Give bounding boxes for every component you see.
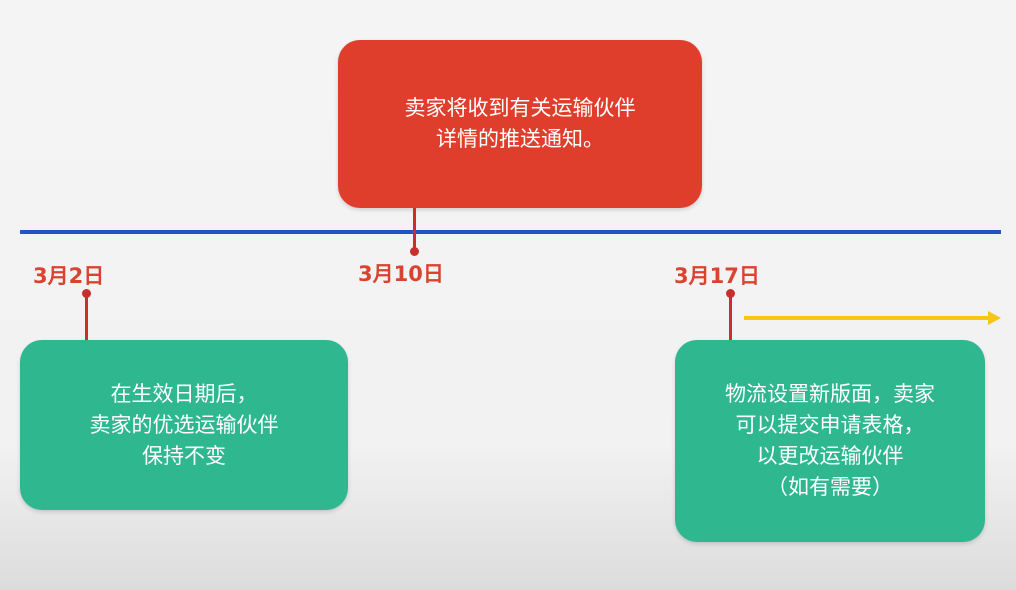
- event-text-line: 可以提交申请表格，: [735, 413, 925, 437]
- event-text-line: 以更改运输伙伴: [756, 444, 904, 468]
- connector-mar17: [729, 292, 732, 340]
- event-box-mar17: 物流设置新版面，卖家 可以提交申请表格， 以更改运输伙伴 （如有需要）: [675, 340, 985, 542]
- connector-mar10: [413, 208, 416, 252]
- ongoing-arrow-icon: [744, 310, 1002, 330]
- event-text-line: 保持不变: [142, 443, 226, 468]
- date-label-mar17: 3月17日: [674, 264, 760, 288]
- event-text-line: 详情的推送通知。: [436, 127, 604, 151]
- event-notice-box-mar10: 卖家将收到有关运输伙伴 详情的推送通知。: [338, 40, 702, 208]
- event-text-line: 在生效日期后，: [110, 381, 258, 406]
- date-label-mar10: 3月10日: [358, 262, 444, 286]
- date-label-mar2: 3月2日: [33, 264, 105, 288]
- event-text-line: 卖家将收到有关运输伙伴: [404, 96, 636, 120]
- connector-mar2: [85, 292, 88, 340]
- event-text-line: （如有需要）: [767, 475, 893, 499]
- marker-dot-mar10: [410, 247, 419, 256]
- timeline-line: [20, 230, 1001, 234]
- event-text-line: 卖家的优选运输伙伴: [89, 412, 279, 437]
- event-box-mar2: 在生效日期后， 卖家的优选运输伙伴 保持不变: [20, 340, 348, 510]
- event-text-line: 物流设置新版面，卖家: [725, 382, 935, 406]
